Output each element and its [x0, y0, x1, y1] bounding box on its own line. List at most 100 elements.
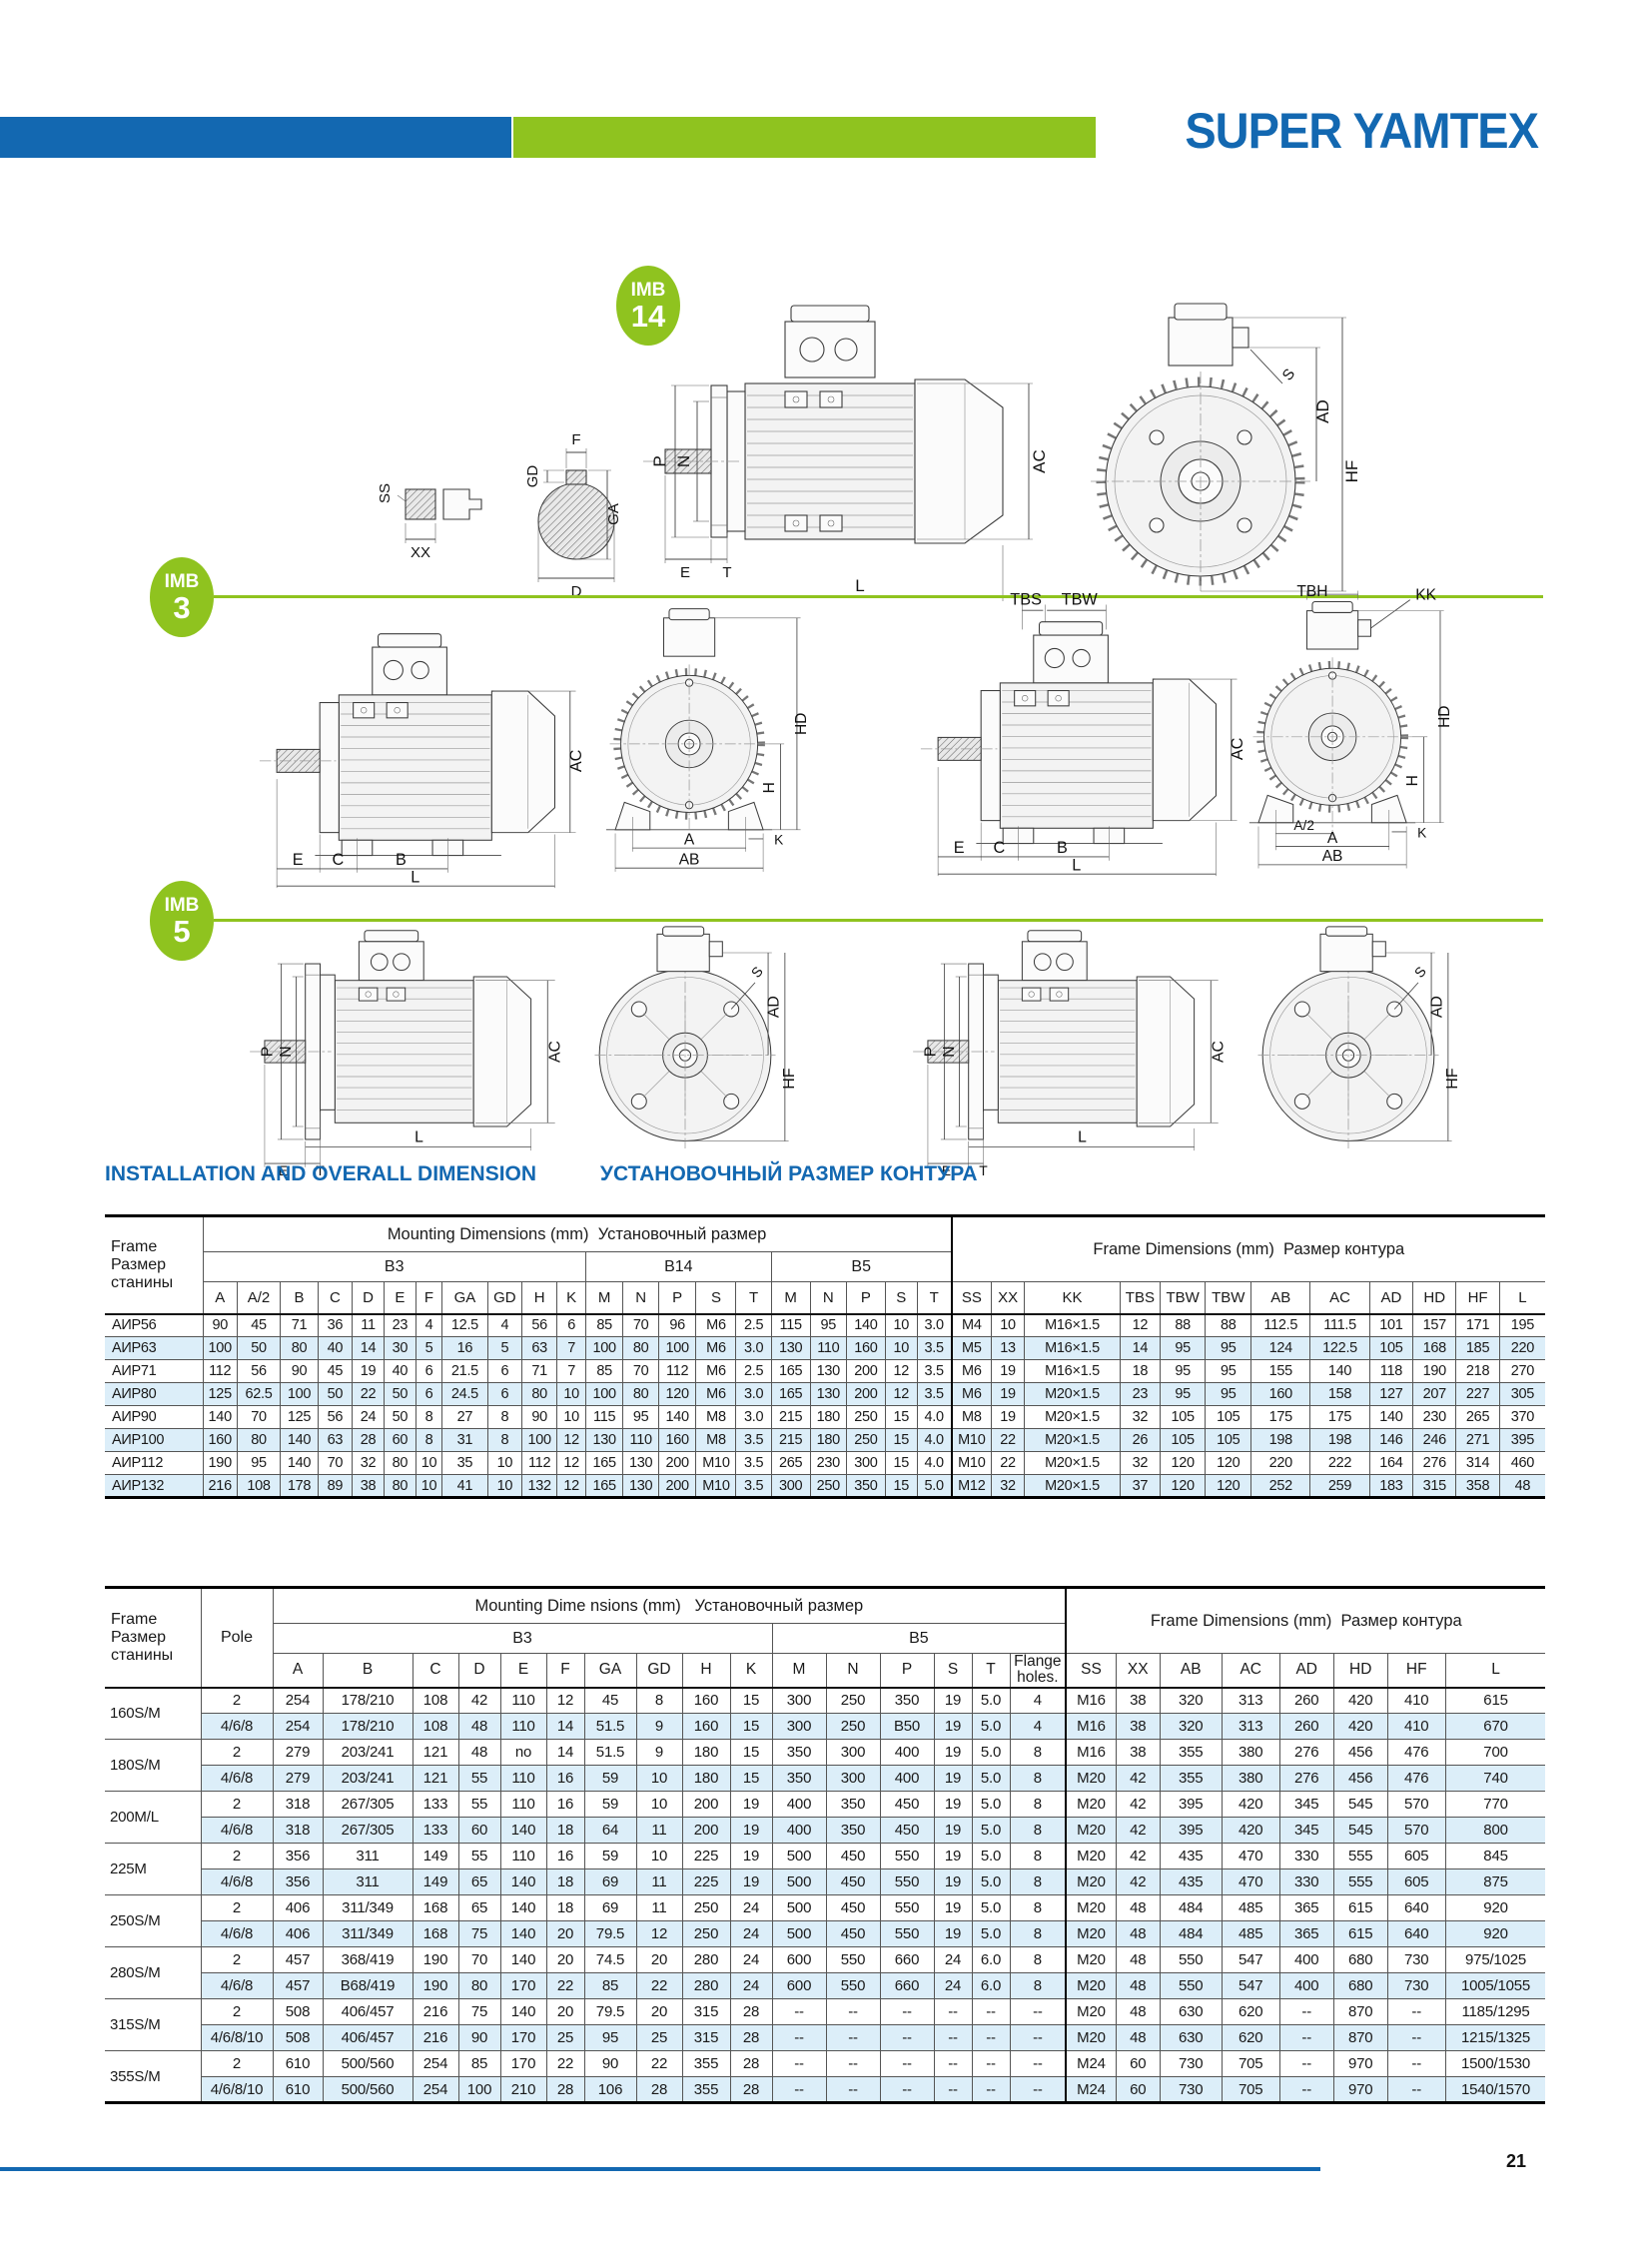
col-header: N	[622, 1281, 659, 1314]
cell: 42	[1115, 1817, 1161, 1845]
cell: 600	[771, 1946, 827, 1974]
frame-cell: АИР63	[105, 1336, 204, 1360]
imb3-badge: IMB 3	[150, 557, 214, 637]
col-header: E	[499, 1652, 547, 1689]
col-header: GA	[441, 1281, 488, 1314]
cell: 38	[1115, 1687, 1161, 1715]
col-header: F	[414, 1281, 443, 1314]
brand-logo: SUPER YAMTEX	[1185, 102, 1539, 159]
header-green-bar	[513, 117, 1096, 158]
cell: 23	[1119, 1382, 1161, 1406]
cell: --	[971, 1998, 1011, 2026]
cell: 252	[1250, 1474, 1311, 1498]
dim-label: D	[571, 583, 582, 600]
imb-badge-number: 3	[173, 590, 191, 625]
imb14-badge: IMB 14	[616, 266, 680, 346]
cell: 300	[771, 1713, 827, 1741]
cell: 108	[412, 1687, 459, 1715]
cell: 570	[1386, 1791, 1446, 1819]
frame-cell: 250S/M	[105, 1894, 202, 1948]
cell: 12	[884, 1382, 918, 1406]
cell: 450	[879, 1791, 935, 1819]
dim-label: TBH	[1296, 585, 1327, 600]
cell: M16×1.5	[1024, 1359, 1121, 1383]
cell: 8	[1009, 1894, 1067, 1922]
cell: --	[771, 1998, 827, 2026]
col-header: TBW	[1159, 1281, 1207, 1314]
cell: 100	[584, 1382, 624, 1406]
cell: 216	[202, 1474, 238, 1498]
col-header: XX	[1115, 1652, 1161, 1689]
cell: 28	[729, 1998, 773, 2026]
cell: 15	[884, 1405, 918, 1429]
cell: 140	[202, 1405, 238, 1429]
frame-dims-group-header: Frame Dimensions (mm) Размер контура	[1065, 1587, 1546, 1654]
cell: 485	[1221, 1920, 1280, 1948]
cell: 10	[991, 1313, 1026, 1337]
cell: 5.0	[971, 1687, 1011, 1715]
cell: 19	[991, 1382, 1026, 1406]
dim-label: E	[954, 839, 965, 857]
cell: 16	[441, 1336, 488, 1360]
col-header: AD	[1278, 1652, 1334, 1689]
cell: 265	[1455, 1405, 1500, 1429]
cell: 70	[457, 1946, 501, 1974]
cell: 640	[1386, 1894, 1446, 1922]
pole-cell: 2	[200, 1791, 274, 1819]
dim-label: N	[278, 1046, 295, 1057]
cell: 85	[584, 1359, 624, 1383]
cell: 5.0	[971, 1713, 1011, 1741]
cell: 164	[1368, 1451, 1414, 1475]
cell: M20	[1065, 1972, 1117, 2000]
frame-cell: АИР56	[105, 1313, 204, 1337]
cell: 19	[933, 1894, 973, 1922]
cell: M10	[950, 1451, 993, 1475]
cell: 110	[499, 1713, 547, 1741]
cell: M10	[950, 1428, 993, 1452]
cell: 550	[879, 1843, 935, 1870]
cell: --	[825, 2076, 881, 2104]
dim-label: HF	[1342, 460, 1361, 483]
cell: 101	[1368, 1313, 1414, 1337]
cell: 59	[583, 1843, 637, 1870]
cell: 300	[846, 1451, 886, 1475]
cell: 62.5	[236, 1382, 282, 1406]
imb5-side-view-drawing: P N L E T AC	[250, 930, 563, 1176]
col-header: S	[695, 1281, 737, 1314]
imb-badge-number: 5	[173, 914, 191, 949]
cell: 15	[729, 1739, 773, 1767]
col-header: E	[383, 1281, 416, 1314]
cell: 610	[272, 2050, 324, 2078]
cell: M20	[1065, 1868, 1117, 1896]
dim-label: P	[259, 1047, 276, 1058]
imb-badge-number: 14	[630, 299, 666, 334]
cell: 140	[1309, 1359, 1370, 1383]
cell: --	[879, 1998, 935, 2026]
cell: 140	[657, 1405, 697, 1429]
cell: 500/560	[322, 2076, 413, 2104]
cell: 112	[520, 1451, 558, 1475]
cell: 400	[1278, 1972, 1334, 2000]
cell: 20	[635, 1946, 683, 1974]
cell: 8	[1009, 1972, 1067, 2000]
cell: 120	[1205, 1451, 1252, 1475]
cell: M20×1.5	[1024, 1474, 1121, 1498]
frame-cell: 160S/M	[105, 1687, 202, 1741]
cell: 320	[1159, 1713, 1223, 1741]
cell: 59	[583, 1791, 637, 1819]
cell: 395	[1159, 1817, 1223, 1845]
cell: 8	[1009, 1920, 1067, 1948]
dim-label: P	[650, 455, 669, 466]
cell: 80	[520, 1382, 558, 1406]
cell: 3.0	[735, 1405, 772, 1429]
cell: 11	[352, 1313, 385, 1337]
pole-cell: 4/6/8	[201, 1972, 274, 2000]
cell: 315	[1412, 1474, 1457, 1498]
cell: 180	[681, 1739, 731, 1767]
cell: M24	[1065, 2050, 1117, 2078]
cell: 8	[1009, 1739, 1067, 1767]
